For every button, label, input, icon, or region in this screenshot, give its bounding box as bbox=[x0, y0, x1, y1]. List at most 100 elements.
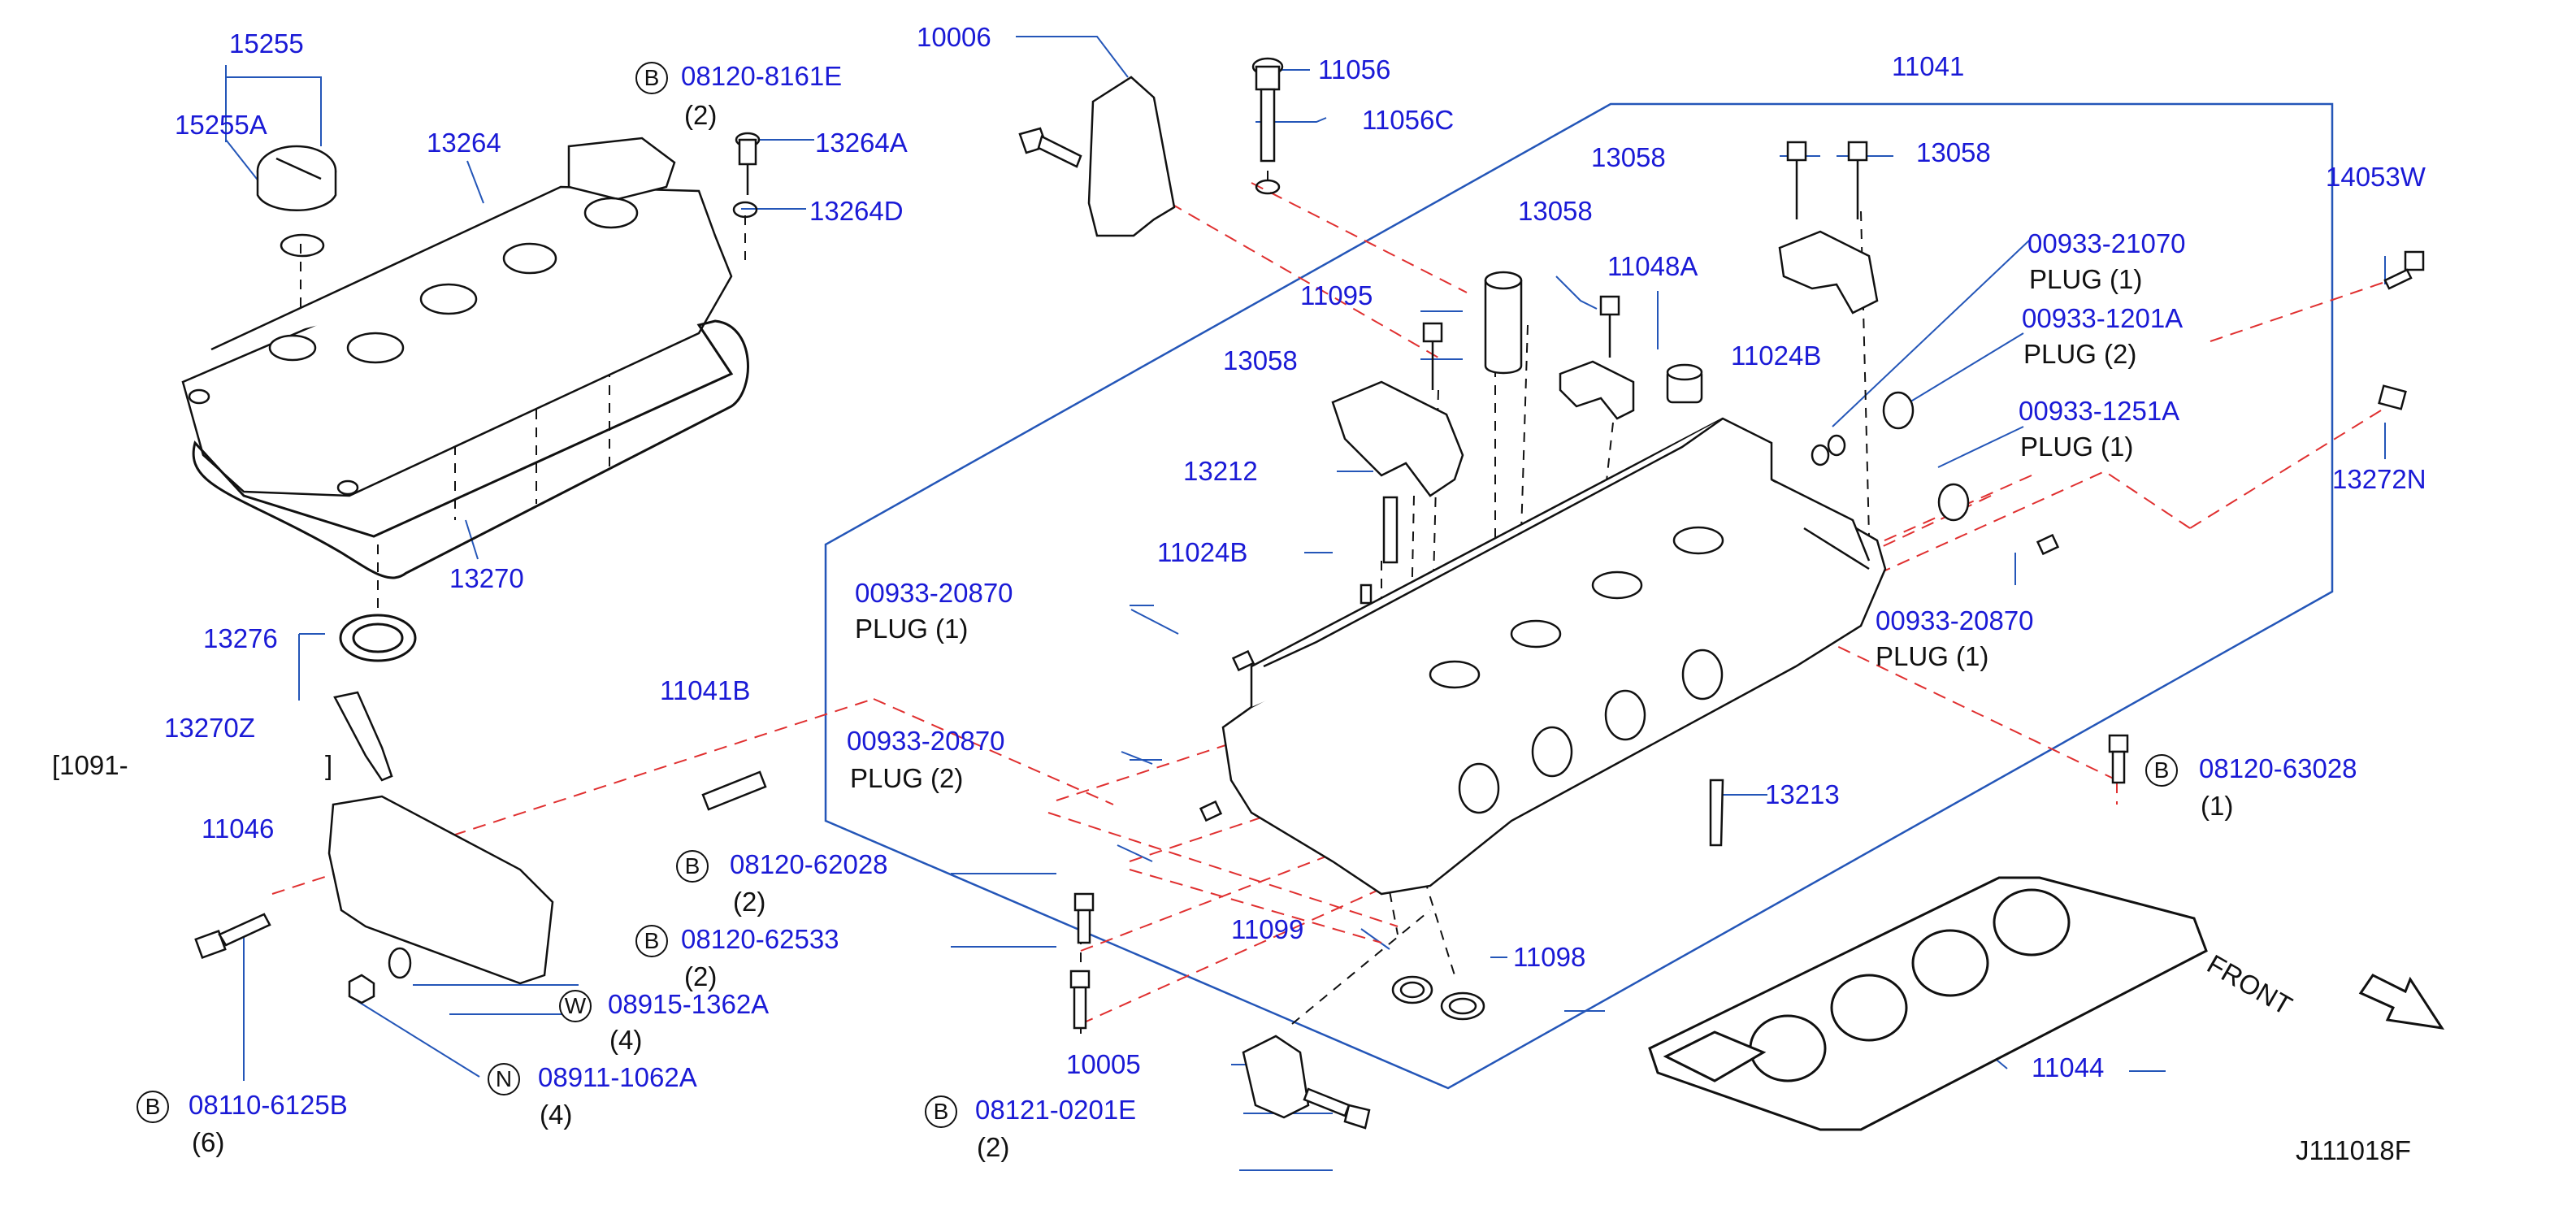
plug-seal bbox=[339, 614, 417, 662]
part-11046[interactable]: 11046 bbox=[202, 813, 275, 844]
part-13058-a[interactable]: 13058 bbox=[1591, 142, 1666, 172]
part-15255A[interactable]: 15255A bbox=[175, 110, 267, 140]
washer bbox=[388, 947, 412, 979]
oil-filler-cap bbox=[256, 145, 337, 211]
lifting-bracket-front bbox=[1242, 1035, 1310, 1119]
part-14053W[interactable]: 14053W bbox=[2326, 162, 2426, 192]
manifold-bolt bbox=[2383, 250, 2425, 290]
part-00933-1251A[interactable]: 00933-1251A bbox=[2019, 396, 2180, 426]
expansion-plugs bbox=[1199, 391, 2060, 822]
head-bolts-left bbox=[1069, 892, 1095, 1030]
part-11041B[interactable]: 11041B bbox=[660, 675, 751, 705]
part-13270Z[interactable]: 13270Z bbox=[164, 713, 255, 743]
qty-08915-1362A: (4) bbox=[609, 1025, 643, 1055]
part-10005[interactable]: 10005 bbox=[1066, 1049, 1141, 1079]
qty-08911-1062A: (4) bbox=[540, 1100, 573, 1130]
bolt-symbol-b: B bbox=[635, 925, 668, 957]
part-08121-0201E[interactable]: 08121-0201E bbox=[975, 1095, 1137, 1125]
part-11024B-lower[interactable]: 11024B bbox=[1157, 537, 1248, 567]
part-11056C[interactable]: 11056C bbox=[1362, 105, 1455, 135]
front-bracket-bolt bbox=[1303, 1087, 1371, 1130]
qty-08110-6125B: (6) bbox=[192, 1127, 225, 1157]
bolt-symbol-b: B bbox=[635, 62, 668, 94]
part-00933-20870-upper[interactable]: 00933-20870 bbox=[855, 578, 1013, 608]
part-11044[interactable]: 11044 bbox=[2032, 1052, 2105, 1082]
part-08120-63028[interactable]: 08120-63028 bbox=[2199, 753, 2357, 783]
diagram-id: J111018F bbox=[2296, 1135, 2411, 1165]
part-08120-62533[interactable]: 08120-62533 bbox=[681, 924, 839, 954]
bolt-symbol-b: B bbox=[676, 850, 709, 883]
part-13264D[interactable]: 13264D bbox=[809, 196, 904, 226]
part-08120-8161E[interactable]: 08120-8161E bbox=[681, 61, 843, 91]
nut bbox=[348, 974, 375, 1004]
cover-bolt bbox=[735, 132, 761, 195]
part-08911-1062A[interactable]: 08911-1062A bbox=[538, 1062, 697, 1092]
part-00933-20870-lower[interactable]: 00933-20870 bbox=[847, 726, 1005, 756]
part-08120-62028[interactable]: 08120-62028 bbox=[730, 849, 888, 879]
bracket-bolts bbox=[1422, 141, 1868, 390]
bolt-symbol-b: B bbox=[137, 1091, 169, 1123]
part-13212[interactable]: 13212 bbox=[1183, 456, 1258, 486]
part-08915-1362A[interactable]: 08915-1362A bbox=[608, 989, 770, 1019]
valve-stem-seals bbox=[1391, 975, 1485, 1021]
part-13058-b[interactable]: 13058 bbox=[1916, 137, 1991, 167]
spark-plug-seal bbox=[1666, 363, 1703, 404]
sealant-tube bbox=[333, 691, 393, 782]
washer-symbol-w: W bbox=[559, 990, 592, 1022]
long-bolt-washer bbox=[1255, 179, 1281, 195]
rear-cover bbox=[327, 795, 554, 985]
part-13270[interactable]: 13270 bbox=[449, 563, 524, 593]
serial-bracket-open: [1091- bbox=[52, 750, 128, 780]
plug-note-00933-20870-upper: PLUG (1) bbox=[855, 614, 969, 644]
part-13276[interactable]: 13276 bbox=[203, 623, 278, 653]
rocker-cover-gasket bbox=[192, 319, 749, 579]
plug-note-00933-20870-lower: PLUG (2) bbox=[850, 763, 964, 793]
part-13264[interactable]: 13264 bbox=[427, 128, 501, 158]
lifting-bracket-rear bbox=[1087, 76, 1176, 237]
bolt-symbol-b: B bbox=[925, 1095, 957, 1128]
camshaft-bracket-rear bbox=[1778, 230, 1879, 315]
qty-08120-62533: (2) bbox=[684, 961, 718, 991]
part-13264A[interactable]: 13264A bbox=[815, 128, 908, 158]
part-11099[interactable]: 11099 bbox=[1231, 914, 1304, 944]
part-13058-c[interactable]: 13058 bbox=[1518, 196, 1593, 226]
part-00933-21070[interactable]: 00933-21070 bbox=[2027, 228, 2186, 258]
qty-08121-0201E: (2) bbox=[977, 1132, 1010, 1162]
nut-symbol-n: N bbox=[488, 1063, 520, 1095]
serial-bracket-close: ] bbox=[325, 750, 333, 780]
part-00933-20870-right[interactable]: 00933-20870 bbox=[1876, 605, 2034, 636]
part-08110-6125B[interactable]: 08110-6125B bbox=[189, 1090, 348, 1120]
plug-note-00933-1251A: PLUG (1) bbox=[2020, 432, 2134, 462]
part-11024B-upper[interactable]: 11024B bbox=[1731, 341, 1822, 371]
part-11056[interactable]: 11056 bbox=[1318, 54, 1391, 85]
part-11095[interactable]: 11095 bbox=[1300, 280, 1373, 310]
qty-08120-8161E: (2) bbox=[684, 100, 718, 130]
camshaft-bracket-front bbox=[1331, 380, 1464, 497]
front-arrow-icon bbox=[2358, 974, 2445, 1030]
oil-cap-gasket bbox=[280, 233, 325, 258]
plug-note-00933-21070: PLUG (1) bbox=[2029, 264, 2143, 294]
camshaft-bracket-mid bbox=[1559, 360, 1635, 420]
part-11098[interactable]: 11098 bbox=[1513, 942, 1586, 972]
part-00933-1201A[interactable]: 00933-1201A bbox=[2022, 303, 2184, 333]
part-10006[interactable]: 10006 bbox=[917, 22, 991, 52]
part-13272N[interactable]: 13272N bbox=[2332, 464, 2426, 494]
part-11048A[interactable]: 11048A bbox=[1607, 251, 1698, 281]
part-13213[interactable]: 13213 bbox=[1765, 779, 1840, 809]
plug-note-00933-20870-right: PLUG (1) bbox=[1876, 641, 1989, 671]
dowel-pin bbox=[1360, 583, 1373, 605]
head-bolt-right bbox=[2108, 734, 2129, 784]
bracket-bolt bbox=[1018, 127, 1082, 168]
small-gasket bbox=[2378, 384, 2407, 410]
qty-08120-62028: (2) bbox=[733, 887, 766, 917]
valve-lifter bbox=[1484, 271, 1523, 375]
long-bolt bbox=[1251, 57, 1284, 163]
part-15255[interactable]: 15255 bbox=[229, 28, 304, 59]
cover-washer bbox=[732, 201, 758, 219]
part-11041[interactable]: 11041 bbox=[1892, 51, 1965, 81]
part-13058-d[interactable]: 13058 bbox=[1223, 345, 1298, 375]
valve-guide-exhaust bbox=[1709, 779, 1724, 847]
head-gasket bbox=[1648, 876, 2208, 1131]
